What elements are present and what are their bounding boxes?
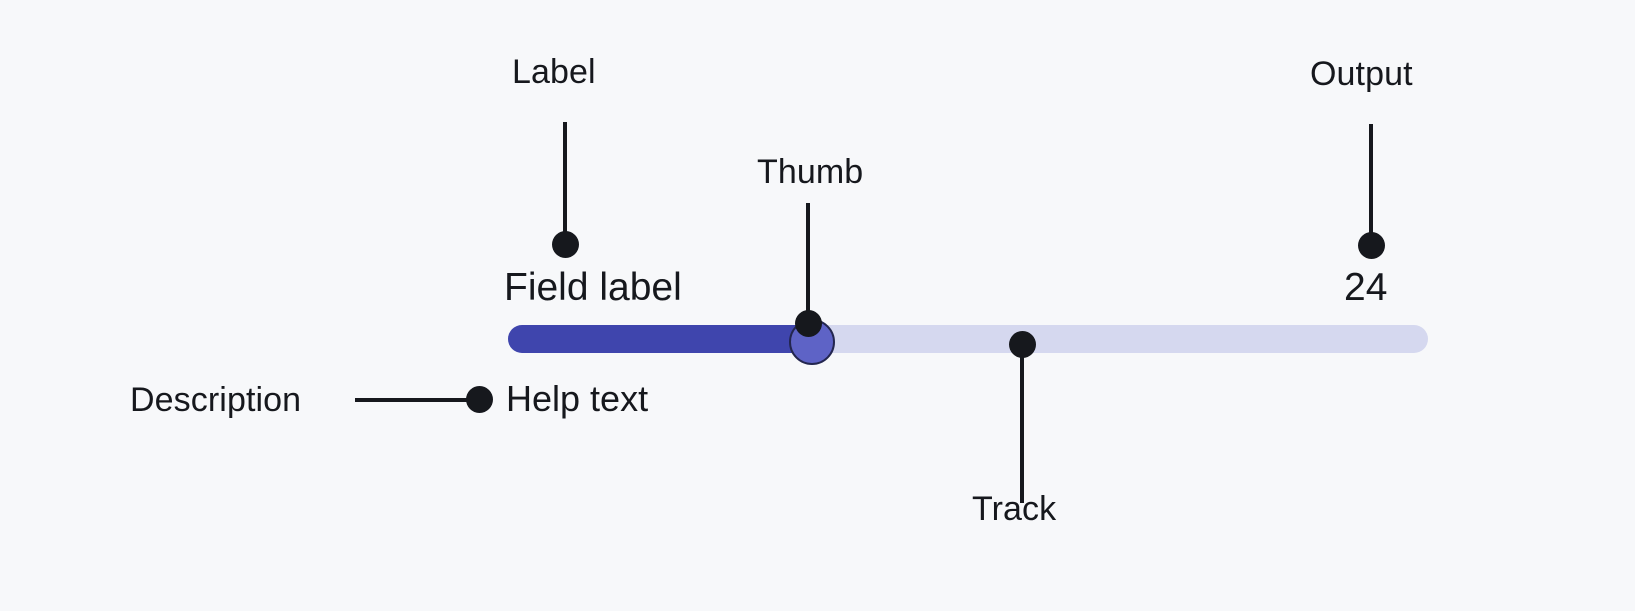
leader-line-output xyxy=(1369,124,1373,252)
leader-line-label xyxy=(563,122,567,250)
slider-filled-track xyxy=(508,325,812,353)
slider-track[interactable] xyxy=(508,325,1428,353)
callout-label-output: Output xyxy=(1310,55,1413,93)
slider-output-value: 24 xyxy=(1344,266,1388,309)
leader-line-track xyxy=(1020,348,1024,503)
field-label: Field label xyxy=(504,266,682,309)
callout-label-description: Description xyxy=(130,381,302,419)
callout-label-track: Track xyxy=(972,490,1057,528)
leader-line-description xyxy=(355,398,485,402)
leader-dot-output xyxy=(1358,232,1385,259)
leader-dot-description xyxy=(466,386,493,413)
callout-label-thumb: Thumb xyxy=(757,153,864,191)
leader-dot-label xyxy=(552,231,579,258)
help-text: Help text xyxy=(506,378,649,419)
leader-dot-thumb xyxy=(795,310,822,337)
leader-line-thumb xyxy=(806,203,810,331)
callout-label-label: Label xyxy=(512,53,596,91)
